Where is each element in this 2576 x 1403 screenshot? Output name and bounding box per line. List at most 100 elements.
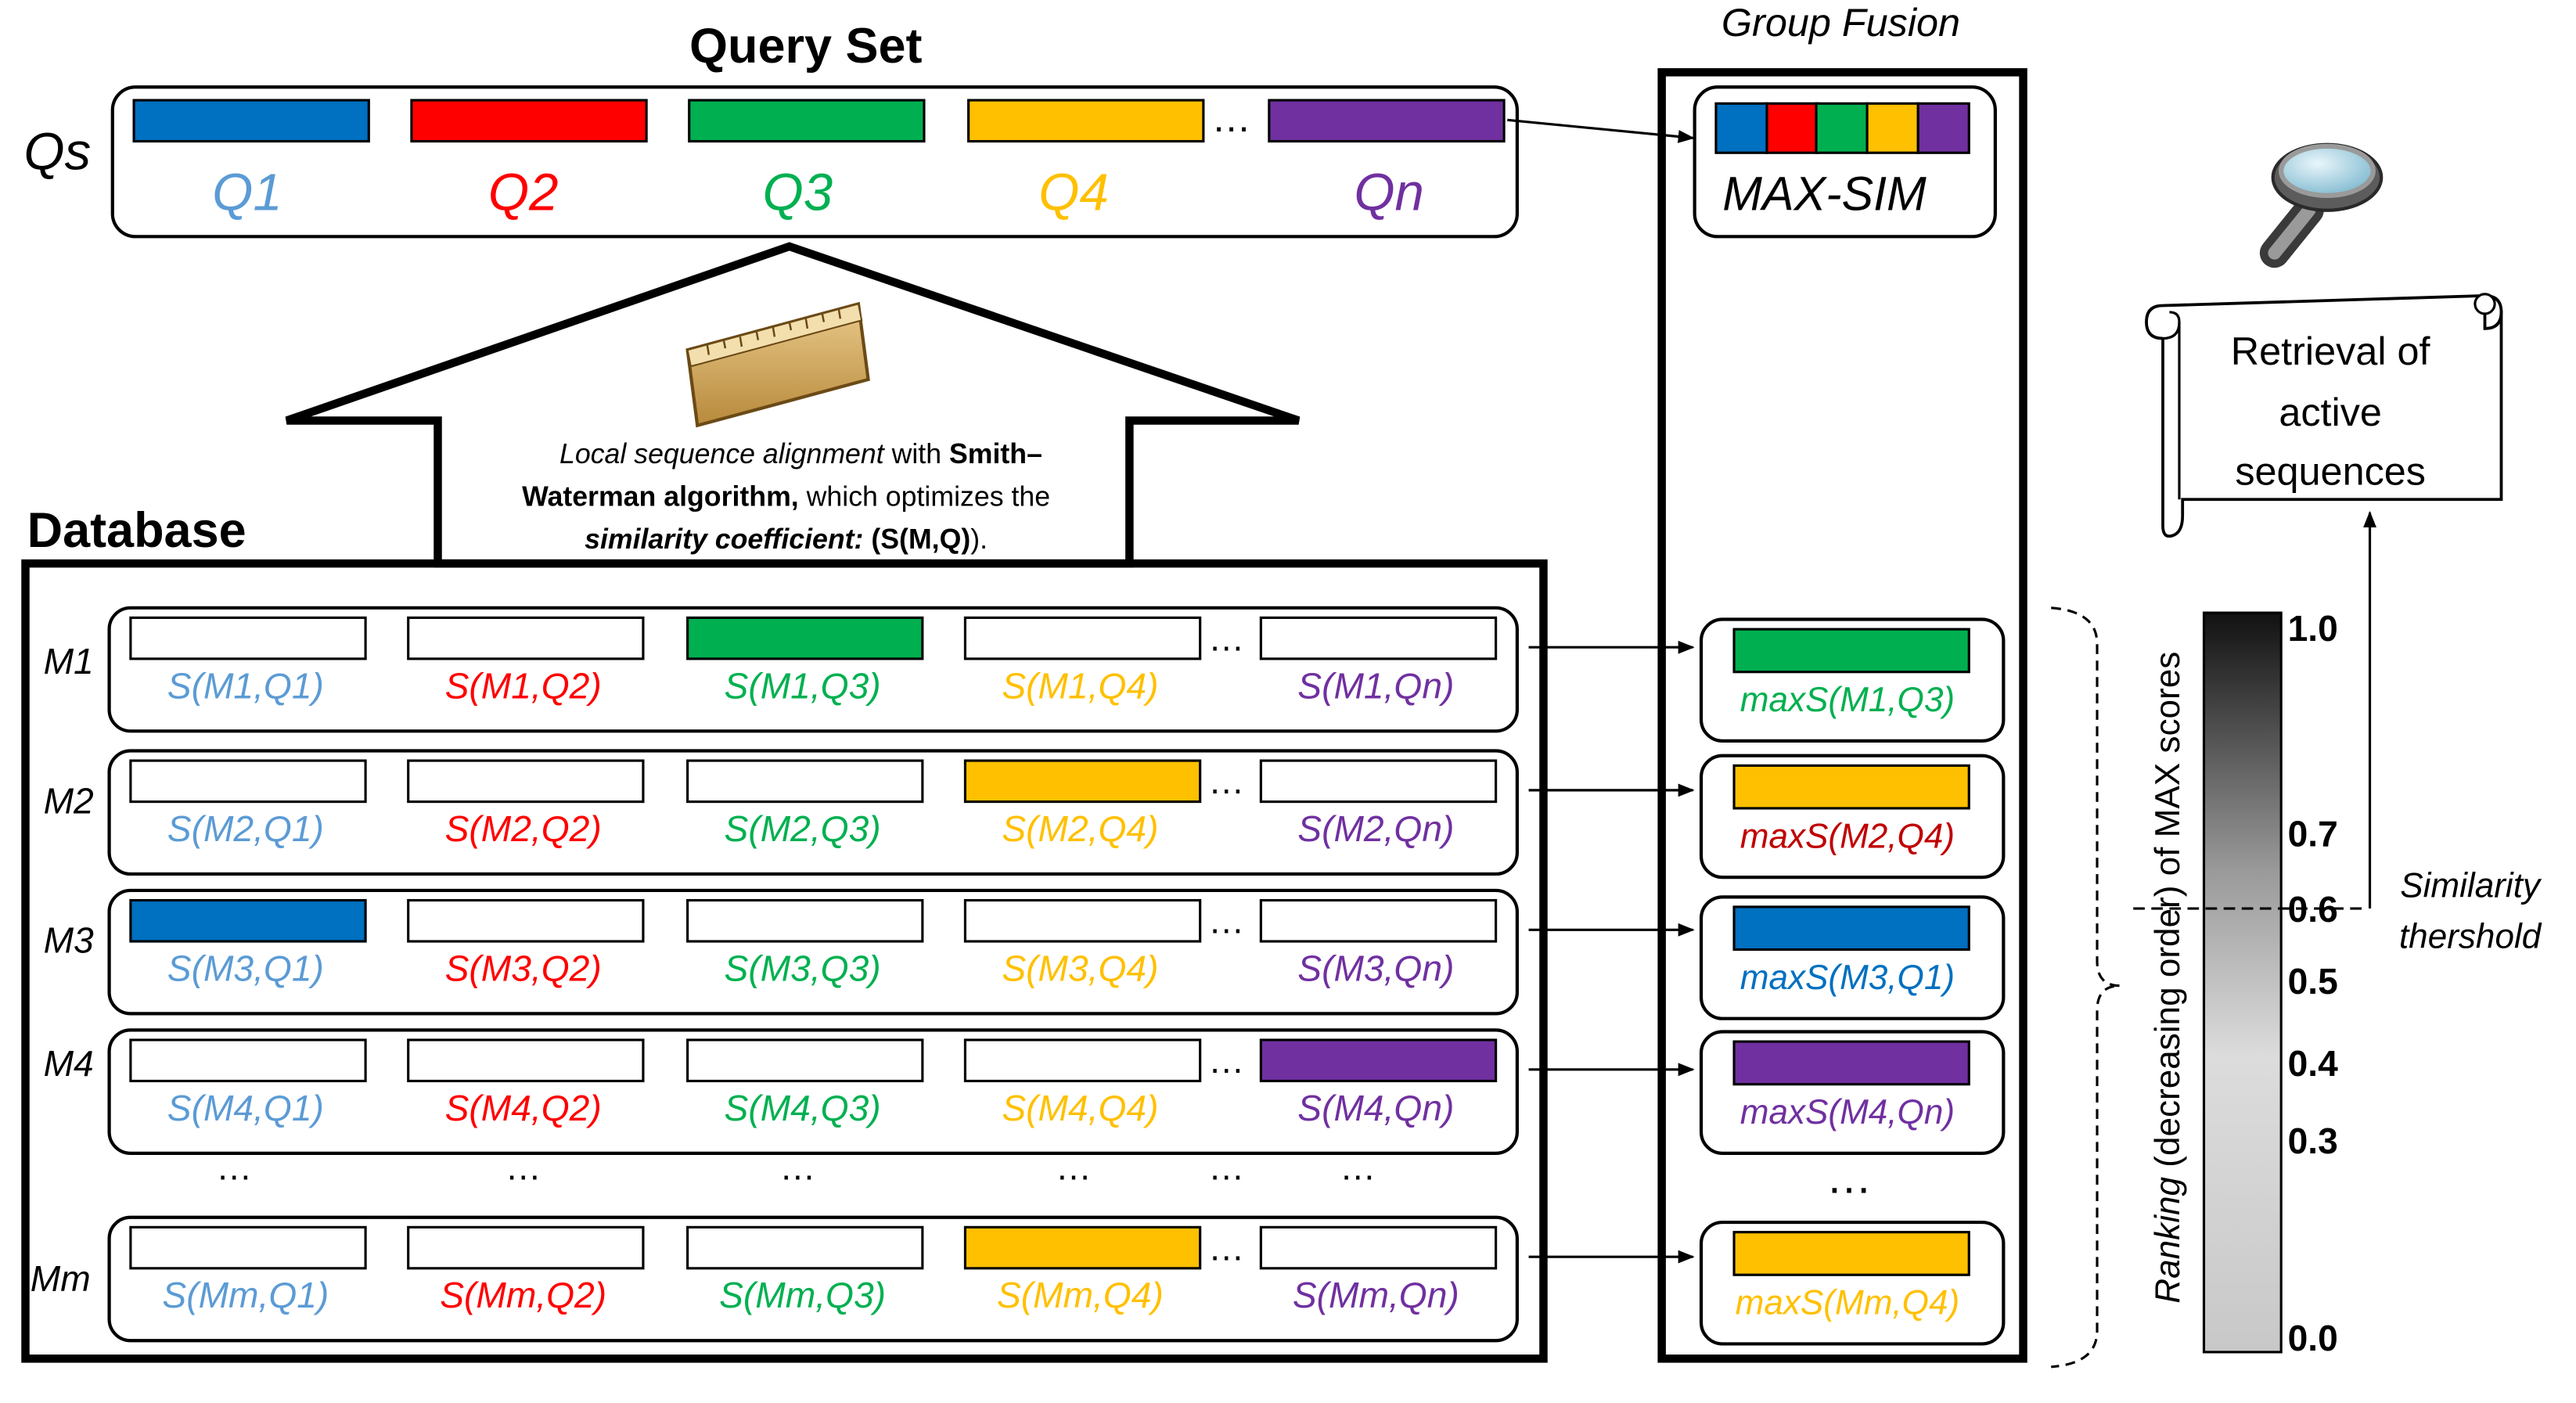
query-bar-q4 xyxy=(967,99,1205,143)
score-cell xyxy=(1259,616,1498,660)
ranking-gradient-bar xyxy=(2202,611,2283,1354)
query-label-q2: Q2 xyxy=(488,164,559,222)
score-cell xyxy=(686,759,924,804)
retrieval-line-3: sequences xyxy=(2235,448,2426,493)
score-label: S(M1,Q2) xyxy=(445,665,602,706)
score-cell xyxy=(686,1038,924,1083)
score-cell xyxy=(407,759,645,804)
max-score-bar xyxy=(1732,905,1970,952)
max-sim-swatch-4 xyxy=(1865,102,1919,154)
score-cell-max xyxy=(129,898,367,943)
score-cell xyxy=(686,898,924,943)
alignment-up-arrow xyxy=(285,242,1301,568)
ellipsis-dot: … xyxy=(1340,1146,1376,1187)
query-bar-q2 xyxy=(410,99,648,143)
max-score-label: maxS(M2,Q4) xyxy=(1740,817,1955,855)
score-label: S(M4,Q1) xyxy=(167,1088,324,1128)
alignment-line-3: similarity coefficient: (S(M,Q)). xyxy=(585,523,988,555)
score-cell xyxy=(407,1225,645,1270)
query-set-row-label: Qs xyxy=(23,122,91,181)
ellipsis-dot: … xyxy=(1056,1146,1092,1187)
retrieval-line-2: active xyxy=(2279,390,2382,434)
max-sim-swatch-3 xyxy=(1815,102,1869,154)
row-ellipsis: … xyxy=(1208,1040,1244,1081)
score-label: S(Mm,Q2) xyxy=(440,1275,606,1315)
scale-tick-label: 0.6 xyxy=(2288,889,2338,930)
database-row-m3: M3S(M3,Q1)S(M3,Q2)S(M3,Q3)S(M3,Q4)S(M3,Q… xyxy=(44,888,1695,1016)
threshold-label-1: Similarity xyxy=(2400,866,2542,905)
score-cell-max xyxy=(1259,1038,1498,1083)
score-label: S(M3,Q3) xyxy=(725,948,881,988)
score-label: S(Mm,Qn) xyxy=(1293,1275,1459,1315)
score-label: S(M3,Qn) xyxy=(1297,948,1454,988)
ellipsis-dot: … xyxy=(779,1146,815,1187)
score-cell xyxy=(129,1225,367,1270)
max-sim-swatch-2 xyxy=(1765,102,1819,154)
database-row-m1: M1S(M1,Q1)S(M1,Q2)S(M1,Q3)S(M1,Q4)S(M1,Q… xyxy=(44,606,1695,733)
database-ellipsis-row: ……………… xyxy=(216,1146,1376,1187)
score-label: S(M1,Q4) xyxy=(1002,665,1158,706)
max-score-box-5: maxS(Mm,Q4) xyxy=(1699,1220,2006,1346)
database-title: Database xyxy=(27,503,246,558)
score-cell-max xyxy=(686,616,924,660)
retrieval-line-1: Retrieval of xyxy=(2231,329,2431,373)
score-cell xyxy=(129,616,367,660)
scale-tick-label: 0.0 xyxy=(2288,1318,2338,1358)
row-label: M2 xyxy=(44,780,94,821)
score-label: S(M4,Q2) xyxy=(445,1088,602,1128)
max-score-box-4: maxS(M4,Qn) xyxy=(1699,1030,2006,1155)
scale-tick-label: 0.7 xyxy=(2288,813,2338,854)
score-label: S(M1,Qn) xyxy=(1297,665,1454,706)
score-cell xyxy=(407,1038,645,1083)
ranking-bracket xyxy=(2051,606,2121,1369)
score-label: S(M2,Q1) xyxy=(167,808,324,849)
row-label: Mm xyxy=(31,1258,91,1299)
row-ellipsis: … xyxy=(1208,617,1244,658)
query-bar-q1 xyxy=(132,99,370,143)
row-ellipsis: … xyxy=(1208,1227,1244,1268)
score-label: S(M2,Q2) xyxy=(445,808,602,849)
score-label: S(M3,Q1) xyxy=(167,948,324,988)
group-fusion-title: Group Fusion xyxy=(1722,0,1960,45)
ellipsis-dot: … xyxy=(505,1146,541,1187)
scale-tick-label: 0.4 xyxy=(2288,1043,2339,1084)
score-label: S(M4,Qn) xyxy=(1297,1088,1454,1128)
max-score-boxes: maxS(M1,Q3)maxS(M2,Q4)maxS(M3,Q1)maxS(M4… xyxy=(1699,617,2006,1346)
max-score-label: maxS(M1,Q3) xyxy=(1740,681,1955,719)
query-label-qn: Qn xyxy=(1354,164,1424,222)
database-row-m2: M2S(M2,Q1)S(M2,Q2)S(M2,Q3)S(M2,Q4)S(M2,Q… xyxy=(44,749,1695,876)
scale-tick-label: 1.0 xyxy=(2288,608,2338,649)
row-label: M3 xyxy=(44,920,94,961)
query-bar-qn xyxy=(1268,99,1506,143)
score-label: S(M4,Q3) xyxy=(725,1088,881,1128)
max-score-bar xyxy=(1732,764,1970,810)
query-label-q4: Q4 xyxy=(1038,164,1109,222)
max-sim-swatch-5 xyxy=(1916,102,1970,154)
score-label: S(M1,Q1) xyxy=(167,665,324,706)
max-sim-color-strip xyxy=(1714,102,1970,154)
database-row-m4: M4S(M4,Q1)S(M4,Q2)S(M4,Q3)S(M4,Q4)S(M4,Q… xyxy=(44,1028,1695,1155)
score-label: S(M2,Q4) xyxy=(1002,808,1158,849)
score-cell xyxy=(963,616,1202,660)
query-set-title: Query Set xyxy=(689,19,923,74)
ruler-icon xyxy=(685,301,870,428)
score-label: S(M1,Q3) xyxy=(725,665,881,706)
alignment-line-2: Waterman algorithm, which optimizes the xyxy=(522,481,1050,513)
max-score-label: maxS(M4,Qn) xyxy=(1740,1093,1955,1131)
score-cell xyxy=(686,1225,924,1270)
score-label: S(M2,Qn) xyxy=(1297,808,1454,849)
score-cell xyxy=(963,898,1202,943)
max-score-label: maxS(Mm,Q4) xyxy=(1736,1284,1960,1322)
threshold-label-2: thershold xyxy=(2399,917,2542,955)
score-cell-max xyxy=(963,1225,1202,1270)
max-score-box-1: maxS(M1,Q3) xyxy=(1699,617,2006,743)
ellipsis-dot: … xyxy=(1208,1146,1244,1187)
max-sim-label: MAX-SIM xyxy=(1722,167,1927,221)
row-ellipsis: … xyxy=(1208,761,1244,801)
max-score-bar xyxy=(1732,628,1970,674)
score-cell xyxy=(407,616,645,660)
max-score-bar xyxy=(1732,1231,1970,1276)
score-cell xyxy=(1259,1225,1498,1270)
